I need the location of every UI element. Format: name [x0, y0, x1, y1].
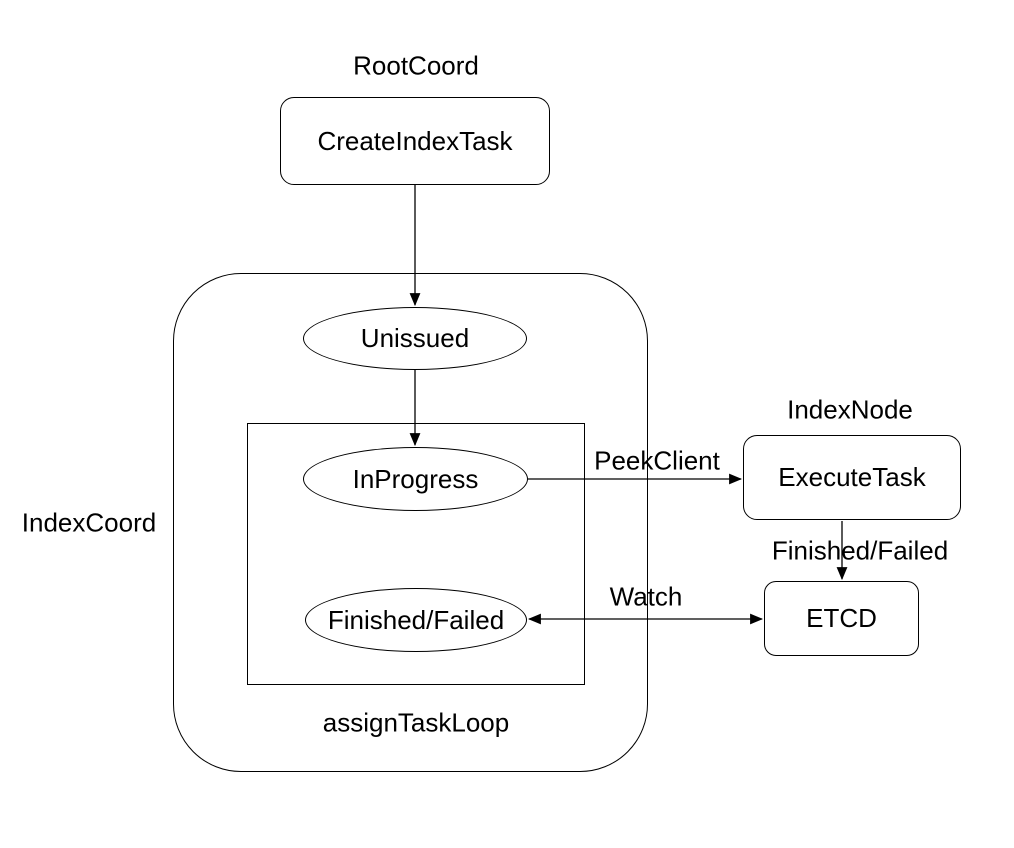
node-in-progress: InProgress	[303, 447, 528, 511]
index-coord-label: IndexCoord	[21, 507, 157, 538]
root-coord-label: RootCoord	[353, 50, 479, 81]
edge-label-peek-client: PeekClient	[594, 445, 720, 476]
index-node-label: IndexNode	[787, 394, 913, 425]
edge-label-watch: Watch	[609, 581, 683, 612]
assign-task-loop-label: assignTaskLoop	[322, 707, 510, 738]
assign-task-loop-rect	[247, 423, 585, 685]
node-finished-failed-label: Finished/Failed	[327, 604, 505, 635]
node-unissued: Unissued	[303, 307, 527, 370]
node-execute-task-label: ExecuteTask	[778, 462, 926, 492]
node-unissued-label: Unissued	[360, 323, 470, 353]
node-finished-failed: Finished/Failed	[305, 588, 527, 652]
edge-label-finished-failed: Finished/Failed	[771, 535, 949, 566]
node-etcd: ETCD	[764, 581, 919, 656]
index-coord-container	[173, 273, 648, 772]
node-in-progress-label: InProgress	[352, 463, 479, 494]
node-create-index-task: CreateIndexTask	[280, 97, 550, 185]
node-etcd-label: ETCD	[806, 603, 877, 633]
node-create-index-task-label: CreateIndexTask	[317, 125, 513, 156]
node-execute-task: ExecuteTask	[743, 435, 961, 520]
